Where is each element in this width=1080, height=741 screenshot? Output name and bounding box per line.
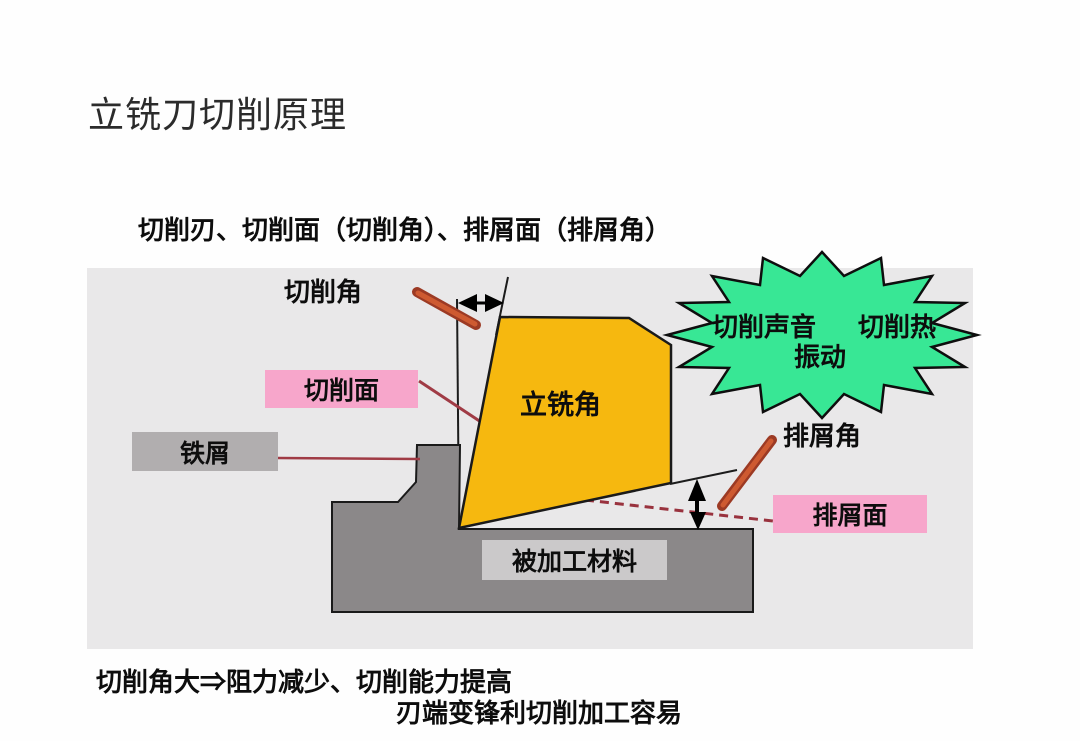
page-title: 立铣刀切削原理	[88, 94, 348, 135]
chip-angle-label: 排屑角	[783, 421, 862, 451]
workpiece-label: 被加工材料	[482, 540, 667, 580]
mill-angle-label: 立铣角	[520, 390, 601, 420]
starburst-text-cutting-sound: 切削声音	[712, 312, 817, 342]
note-line-2: 刃端变锋利切削加工容易	[396, 698, 683, 728]
cutting-angle-label: 切削角	[284, 277, 363, 307]
starburst-text-cutting-heat: 切削热	[858, 312, 937, 342]
starburst-text-vibration: 振动	[794, 342, 847, 372]
chip-face-label: 排屑面	[773, 495, 927, 533]
chip-label: 铁屑	[132, 432, 278, 471]
note-line-1: 切削角大⇒阻力减少、切削能力提高	[96, 667, 513, 697]
subtitle: 切削刃、切削面（切削角）、排屑面（排屑角）	[138, 215, 672, 245]
cutting-face-label: 切削面	[265, 370, 418, 408]
